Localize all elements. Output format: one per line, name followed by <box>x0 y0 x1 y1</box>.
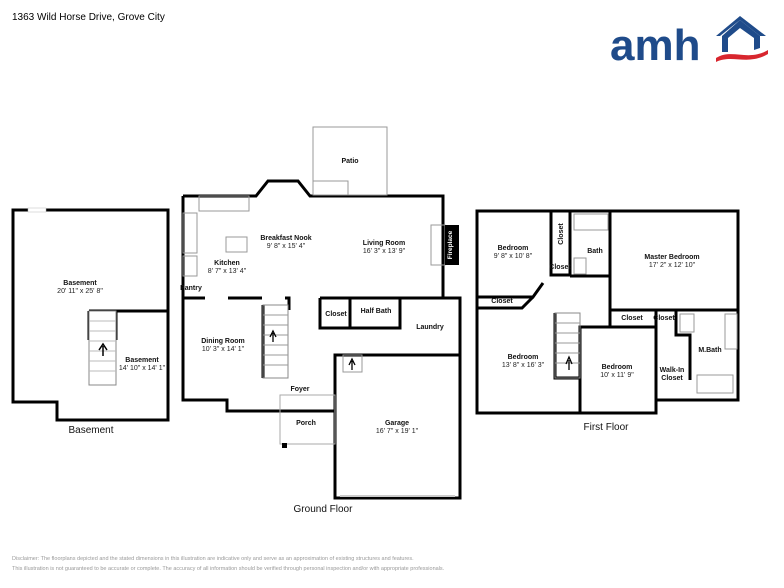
room-label: Closet <box>621 315 643 322</box>
floor-title-first: First Floor <box>584 422 630 433</box>
room-label: Bedroom <box>602 364 633 371</box>
room-label: Basement <box>125 357 159 364</box>
disclaimer-line-2: This illustration is not guaranteed to b… <box>12 566 445 572</box>
stairs-up-arrow-icon <box>348 357 356 370</box>
floor-title-basement: Basement <box>68 425 113 436</box>
ground-details <box>182 126 455 497</box>
floor-title-ground: Ground Floor <box>294 504 354 515</box>
room-label: Pantry <box>180 285 202 292</box>
first-floor-details <box>554 213 738 394</box>
swoosh-icon <box>716 50 768 62</box>
room-label: Breakfast Nook <box>260 235 311 242</box>
room-dims: 10' 3" x 14' 1" <box>202 346 245 353</box>
room-label: Closet <box>549 264 571 271</box>
stairs-up-arrow-icon <box>98 342 108 356</box>
room-label: Bath <box>587 248 603 255</box>
room-dims: 8' 7" x 13' 4" <box>208 268 247 275</box>
room-dims: 9' 8" x 15' 4" <box>267 243 306 250</box>
room-label: Closet <box>661 375 683 382</box>
room-dims: 17' 2" x 12' 10" <box>649 262 696 269</box>
room-label: Walk-In <box>660 367 685 374</box>
room-label: Dining Room <box>201 338 245 345</box>
room-label: Living Room <box>363 240 405 247</box>
room-label: Basement <box>63 280 97 287</box>
fireplace <box>445 225 459 265</box>
room-label: Laundry <box>416 324 444 331</box>
room-label: Master Bedroom <box>644 254 699 261</box>
room-dims: 13' 8" x 16' 3" <box>502 362 545 369</box>
room-label: Bedroom <box>498 245 529 252</box>
first-floor-walls <box>475 209 740 415</box>
room-label: Closet <box>325 311 347 318</box>
room-label: Bedroom <box>508 354 539 361</box>
room-label: Closet <box>653 315 675 322</box>
room-label: M.Bath <box>698 347 721 354</box>
room-label: Porch <box>296 420 316 427</box>
room-label: Closet <box>491 298 513 305</box>
house-walls-icon <box>722 20 760 52</box>
porch-post <box>282 443 287 448</box>
logo-text: amh <box>610 21 700 68</box>
basement-stairs <box>88 310 117 386</box>
amh-logo: amh <box>610 16 768 68</box>
room-label: Closet <box>558 223 565 245</box>
room-label: Kitchen <box>214 260 240 267</box>
room-label: Patio <box>341 158 358 165</box>
fireplace-label: Fireplace <box>447 230 454 259</box>
room-dims: 10' x 11' 9" <box>600 372 634 379</box>
room-dims: 14' 10" x 14' 1" <box>119 365 166 372</box>
room-dims: 20' 11" x 25' 8" <box>57 288 103 295</box>
room-dims: 9' 8" x 10' 8" <box>494 253 533 260</box>
property-address: 1363 Wild Horse Drive, Grove City <box>12 12 165 23</box>
stairs-up-arrow-icon <box>269 329 277 342</box>
room-label: Garage <box>385 420 409 427</box>
room-label: Half Bath <box>361 308 392 315</box>
house-roof-icon <box>716 16 766 36</box>
room-label: Foyer <box>290 386 309 393</box>
room-dims: 16' 7" x 19' 1" <box>376 428 419 435</box>
room-dims: 16' 3" x 13' 9" <box>363 248 406 255</box>
window <box>27 207 47 213</box>
stairs-up-arrow-icon <box>565 355 573 370</box>
disclaimer-line-1: Disclaimer: The floorplans depicted and … <box>12 556 414 562</box>
